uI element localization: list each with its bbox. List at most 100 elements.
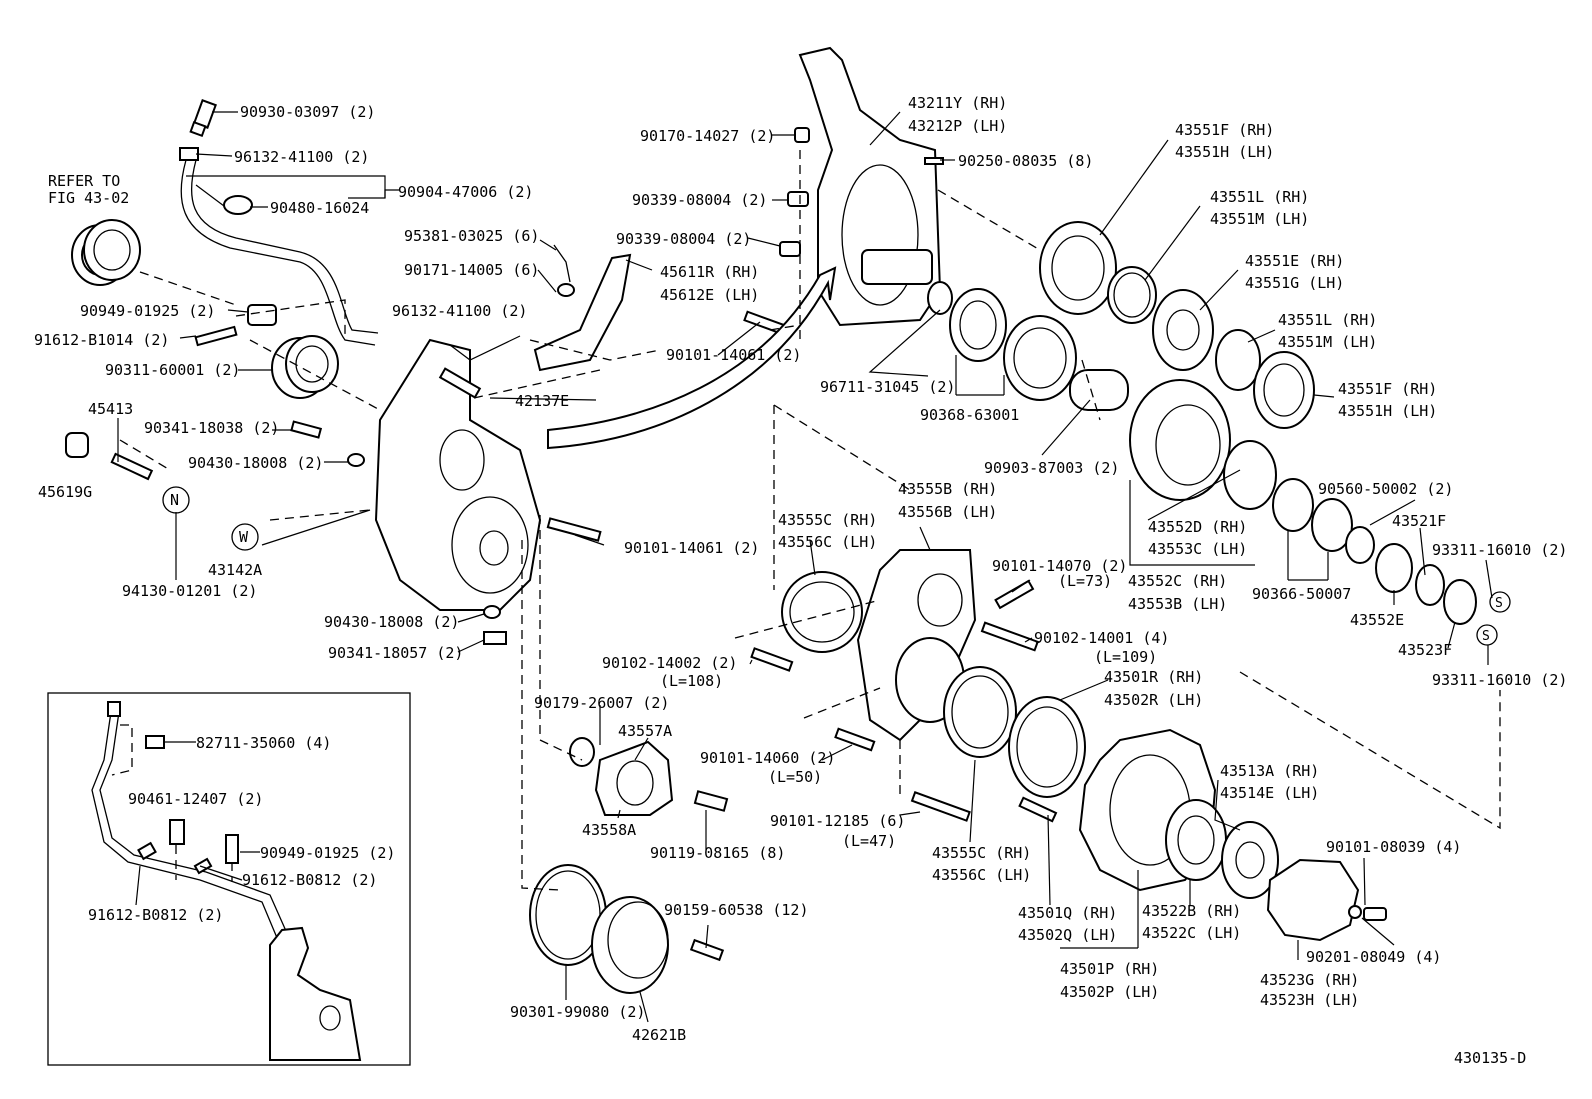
label-43502p: 43502P (LH)	[1060, 983, 1159, 1001]
label-43523f: 43523F	[1398, 641, 1452, 659]
label-90101-14061-top: 90101-14061 (2)	[666, 346, 801, 364]
label-43551m-lh-bottom: 43551M (LH)	[1278, 333, 1377, 351]
label-42621b: 42621B	[632, 1026, 686, 1044]
label-90339-08004-b: 90339-08004 (2)	[616, 230, 751, 248]
label-43558a: 43558A	[582, 821, 636, 839]
label-43501r: 43501R (RH)	[1104, 668, 1203, 686]
label-90560-50002: 90560-50002 (2)	[1318, 480, 1453, 498]
label-45619g: 45619G	[38, 483, 92, 501]
label-43501p: 43501P (RH)	[1060, 960, 1159, 978]
label-93311-16010-bottom: 93311-16010 (2)	[1432, 671, 1567, 689]
symbol-s-1: S	[1495, 596, 1503, 611]
label-43555c-rh-top: 43555C (RH)	[778, 511, 877, 529]
label-93311-16010-top: 93311-16010 (2)	[1432, 541, 1567, 559]
label-90366-50007: 90366-50007	[1252, 585, 1351, 603]
label-96132-41100-top: 96132-41100 (2)	[234, 148, 369, 166]
label-45611r: 45611R (RH)	[660, 263, 759, 281]
label-43522b: 43522B (RH)	[1142, 902, 1241, 920]
label-90101-14070: 90101-14070 (2)	[992, 557, 1127, 575]
label-90903-87003: 90903-87003 (2)	[984, 459, 1119, 477]
label-90430-18008-bottom: 90430-18008 (2)	[324, 613, 459, 631]
label-43551h-lh-bottom: 43551H (LH)	[1338, 402, 1437, 420]
label-90368-63001: 90368-63001	[920, 406, 1019, 424]
leader-lines	[117, 111, 1493, 1023]
label-90102-14002-length: (L=108)	[660, 672, 723, 690]
callout-symbols: N W S S	[170, 491, 1503, 644]
label-96711-31045: 96711-31045 (2)	[820, 378, 955, 396]
refer-note-line-1: REFER TO	[48, 172, 120, 190]
label-90311-60001: 90311-60001 (2)	[105, 361, 240, 379]
label-43211y: 43211Y (RH)	[908, 94, 1007, 112]
label-94130-01201: 94130-01201 (2)	[122, 582, 257, 600]
label-82711-35060: 82711-35060 (4)	[196, 734, 331, 752]
inset-abs-sensor-box	[47, 692, 411, 1066]
label-90930-03097: 90930-03097 (2)	[240, 103, 375, 121]
label-45612e: 45612E (LH)	[660, 286, 759, 304]
label-90101-12185: 90101-12185 (6)	[770, 812, 905, 830]
label-96132-41100-mid: 96132-41100 (2)	[392, 302, 527, 320]
diagram-id: 430135-D	[1454, 1049, 1526, 1067]
label-43556b: 43556B (LH)	[898, 503, 997, 521]
part-labels: REFER TO FIG 43-02 90930-03097 (2) 96132…	[34, 94, 1567, 1067]
label-90102-14001-length: (L=109)	[1094, 648, 1157, 666]
label-90949-01925-inset: 90949-01925 (2)	[260, 844, 395, 862]
label-42137e: 42137E	[515, 392, 569, 410]
label-43521f: 43521F	[1392, 512, 1446, 530]
label-90159-60538: 90159-60538 (12)	[664, 901, 809, 919]
label-90461-12407: 90461-12407 (2)	[128, 790, 263, 808]
label-90480-16024: 90480-16024	[270, 199, 369, 217]
label-90101-12185-length: (L=47)	[842, 832, 896, 850]
label-43212p: 43212P (LH)	[908, 117, 1007, 135]
label-90101-14060: 90101-14060 (2)	[700, 749, 835, 767]
label-43553c: 43553C (LH)	[1148, 540, 1247, 558]
label-90250-08035: 90250-08035 (8)	[958, 152, 1093, 170]
label-90170-14027: 90170-14027 (2)	[640, 127, 775, 145]
label-43523g: 43523G (RH)	[1260, 971, 1359, 989]
label-43551f-rh-bottom: 43551F (RH)	[1338, 380, 1437, 398]
label-43523h: 43523H (LH)	[1260, 991, 1359, 1009]
label-90101-14061-mid: 90101-14061 (2)	[624, 539, 759, 557]
label-43513a: 43513A (RH)	[1220, 762, 1319, 780]
label-45413: 45413	[88, 400, 133, 418]
label-43514e: 43514E (LH)	[1220, 784, 1319, 802]
label-43552e: 43552E	[1350, 611, 1404, 629]
label-90301-99080: 90301-99080 (2)	[510, 1003, 645, 1021]
label-90102-14001: 90102-14001 (4)	[1034, 629, 1169, 647]
symbol-n: N	[170, 491, 179, 509]
label-90102-14002: 90102-14002 (2)	[602, 654, 737, 672]
label-43556c-lh-bottom: 43556C (LH)	[932, 866, 1031, 884]
label-43555b: 43555B (RH)	[898, 480, 997, 498]
label-43551f-rh-top: 43551F (RH)	[1175, 121, 1274, 139]
label-43522c: 43522C (LH)	[1142, 924, 1241, 942]
label-43551l-rh-bottom: 43551L (RH)	[1278, 311, 1377, 329]
label-91612-b0812-left: 91612-B0812 (2)	[88, 906, 223, 924]
label-43551e-rh: 43551E (RH)	[1245, 252, 1344, 270]
label-90119-08165: 90119-08165 (8)	[650, 844, 785, 862]
label-90430-18008-top: 90430-18008 (2)	[188, 454, 323, 472]
label-91612-b0812-right: 91612-B0812 (2)	[242, 871, 377, 889]
refer-note-line-2: FIG 43-02	[48, 189, 129, 207]
symbol-s-2: S	[1482, 629, 1490, 644]
label-43553b: 43553B (LH)	[1128, 595, 1227, 613]
label-43552d: 43552D (RH)	[1148, 518, 1247, 536]
label-91612-b1014: 91612-B1014 (2)	[34, 331, 169, 349]
label-43502q: 43502Q (LH)	[1018, 926, 1117, 944]
label-90341-18057: 90341-18057 (2)	[328, 644, 463, 662]
label-43557a: 43557A	[618, 722, 672, 740]
label-90339-08004-a: 90339-08004 (2)	[632, 191, 767, 209]
label-90904-47006: 90904-47006 (2)	[398, 183, 533, 201]
symbol-w: W	[239, 528, 249, 546]
label-90341-18038: 90341-18038 (2)	[144, 419, 279, 437]
label-43551h-lh-top: 43551H (LH)	[1175, 143, 1274, 161]
label-43551l-rh-top: 43551L (RH)	[1210, 188, 1309, 206]
label-43556c-lh-top: 43556C (LH)	[778, 533, 877, 551]
label-43551g-lh: 43551G (LH)	[1245, 274, 1344, 292]
label-90179-26007: 90179-26007 (2)	[534, 694, 669, 712]
label-43552c: 43552C (RH)	[1128, 572, 1227, 590]
label-90171-14005: 90171-14005 (6)	[404, 261, 539, 279]
label-90101-14070-length: (L=73)	[1058, 572, 1112, 590]
label-90201-08049: 90201-08049 (4)	[1306, 948, 1441, 966]
part-drawings	[65, 46, 1511, 994]
label-90101-14060-length: (L=50)	[768, 768, 822, 786]
